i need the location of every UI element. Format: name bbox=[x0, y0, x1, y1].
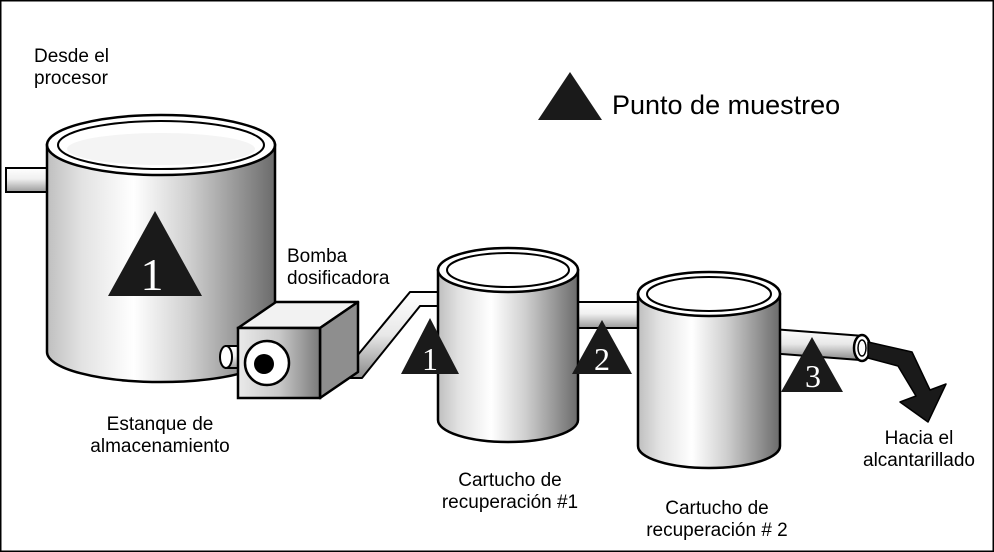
label-line: Cartucho de bbox=[458, 470, 562, 491]
label-recovery-cartridge-2: Cartucho de recuperación # 2 bbox=[622, 498, 812, 542]
label-line: Estanque de bbox=[106, 414, 214, 435]
label-line: dosificadora bbox=[287, 268, 390, 289]
label-line: Hacia el bbox=[884, 428, 954, 449]
sampling-point-number: 2 bbox=[594, 341, 610, 377]
label-line: procesor bbox=[34, 68, 108, 89]
recovery-cartridge-2 bbox=[636, 270, 782, 470]
sampling-point-tank: 1 bbox=[108, 211, 202, 300]
label-line: almacenamiento bbox=[90, 436, 230, 457]
label-recovery-cartridge-1: Cartucho de recuperación #1 bbox=[420, 470, 600, 514]
sampling-point-cartridge1-inlet: 1 bbox=[401, 318, 459, 377]
legend-triangle-icon bbox=[538, 72, 602, 120]
sampling-point-number: 1 bbox=[141, 249, 164, 300]
label-drain: Hacia el alcantarillado bbox=[852, 428, 986, 472]
dosing-pump bbox=[236, 300, 360, 400]
drain-flow-arrow-icon bbox=[867, 341, 947, 423]
sampling-point-number: 1 bbox=[422, 341, 438, 377]
label-line: Desde el bbox=[34, 46, 109, 67]
label-line: alcantarillado bbox=[863, 450, 975, 471]
recovery-cartridge-1 bbox=[436, 246, 580, 444]
sampling-point-number: 3 bbox=[805, 358, 821, 394]
label-line: Cartucho de bbox=[665, 498, 769, 519]
label-dosing-pump: Bomba dosificadora bbox=[287, 246, 389, 290]
sampling-point-cartridge2-outlet: 3 bbox=[781, 337, 843, 394]
label-line: recuperación # 2 bbox=[646, 520, 788, 541]
label-line: recuperación #1 bbox=[441, 492, 579, 513]
sampling-point-between-cartridges: 2 bbox=[572, 320, 632, 377]
label-storage-tank: Estanque de almacenamiento bbox=[70, 414, 250, 458]
legend-label: Punto de muestreo bbox=[612, 90, 841, 120]
label-source: Desde el procesor bbox=[34, 46, 109, 90]
label-line: Bomba bbox=[287, 246, 348, 267]
